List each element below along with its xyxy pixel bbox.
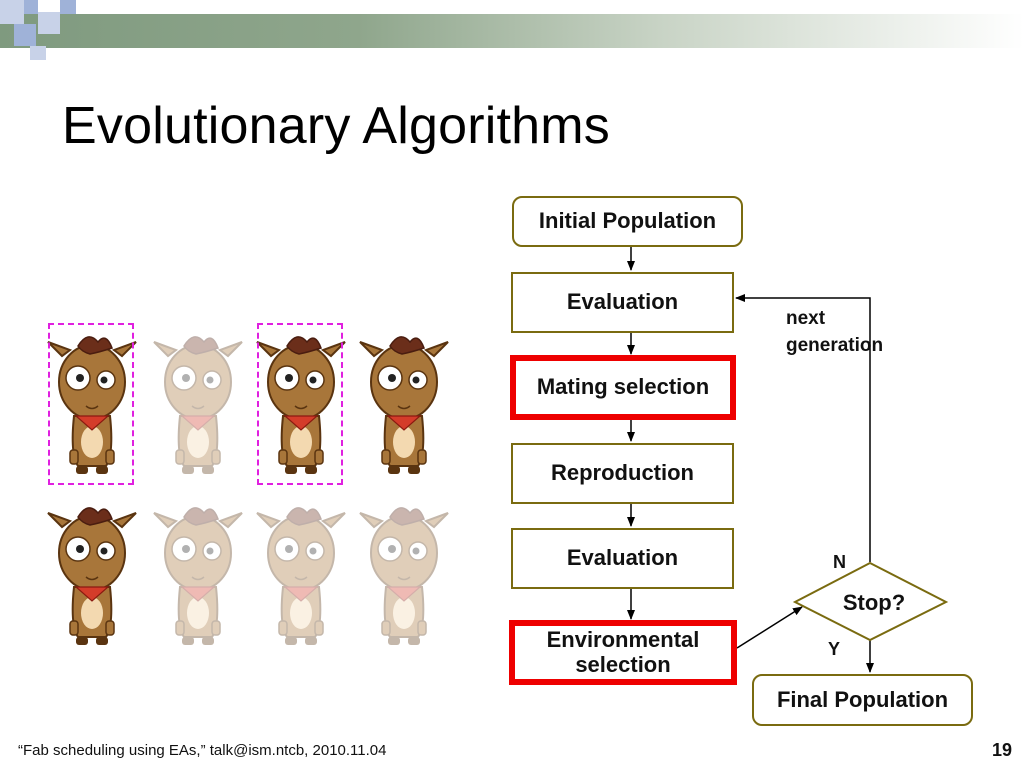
environmental-selection-label-line2: selection xyxy=(575,651,671,677)
evaluation-box-second: Evaluation xyxy=(511,528,734,589)
header-square-decoration xyxy=(0,0,24,24)
stop-label: Stop? xyxy=(842,590,906,615)
horse-icon xyxy=(359,507,449,645)
reproduction-label: Reproduction xyxy=(551,460,694,486)
footer-citation: “Fab scheduling using EAs,” talk@ism.ntc… xyxy=(18,742,387,759)
horse-icon xyxy=(47,507,137,645)
evaluation-label: Evaluation xyxy=(566,289,679,315)
initial-population-box: Initial Population xyxy=(512,196,743,247)
environmental-selection-box: Environmental selection xyxy=(509,620,737,685)
arrow-loop-next-generation xyxy=(735,294,871,562)
population-individual xyxy=(44,329,140,479)
header-square-decoration xyxy=(30,46,46,60)
reproduction-box: Reproduction xyxy=(511,443,734,504)
final-population-label: Final Population xyxy=(776,686,949,712)
horse-icon xyxy=(256,507,346,645)
population-individual xyxy=(356,329,452,479)
header-square-decoration xyxy=(60,0,76,14)
stop-decision-diamond xyxy=(792,561,949,642)
mating-selection-label: Mating selection xyxy=(536,374,710,400)
page-number: 19 xyxy=(991,740,1012,760)
horse-icon xyxy=(256,336,346,474)
evaluation-label-second: Evaluation xyxy=(566,545,679,571)
header-square-decoration xyxy=(14,24,36,46)
next-generation-label: next generation xyxy=(786,306,883,359)
population-individual xyxy=(253,329,349,479)
horse-icon xyxy=(153,336,243,474)
population-individual xyxy=(356,500,452,650)
horse-icon xyxy=(47,336,137,474)
next-label-line: next xyxy=(786,308,826,329)
header-square-decoration xyxy=(24,0,38,14)
evaluation-box: Evaluation xyxy=(511,272,734,333)
generation-label-line: generation xyxy=(786,334,884,356)
environmental-selection-label-line1: Environmental xyxy=(546,627,700,653)
horse-icon xyxy=(153,507,243,645)
final-population-box: Final Population xyxy=(752,674,973,726)
population-individual xyxy=(253,500,349,650)
no-branch-label: N xyxy=(833,552,846,572)
yes-branch-label: Y xyxy=(828,639,841,659)
header-square-decoration xyxy=(38,12,60,34)
horse-icon xyxy=(359,336,449,474)
header-gradient-bar xyxy=(0,14,1024,48)
population-individual xyxy=(150,500,246,650)
selection-dashed-box xyxy=(257,323,343,485)
mating-selection-box: Mating selection xyxy=(510,355,736,420)
population-individual xyxy=(44,500,140,650)
slide-title: Evolutionary Algorithms xyxy=(62,97,610,155)
arrow-environmental-to-stop xyxy=(736,606,803,649)
selection-dashed-box xyxy=(48,323,134,485)
population-individual xyxy=(150,329,246,479)
initial-population-label: Initial Population xyxy=(538,208,717,234)
